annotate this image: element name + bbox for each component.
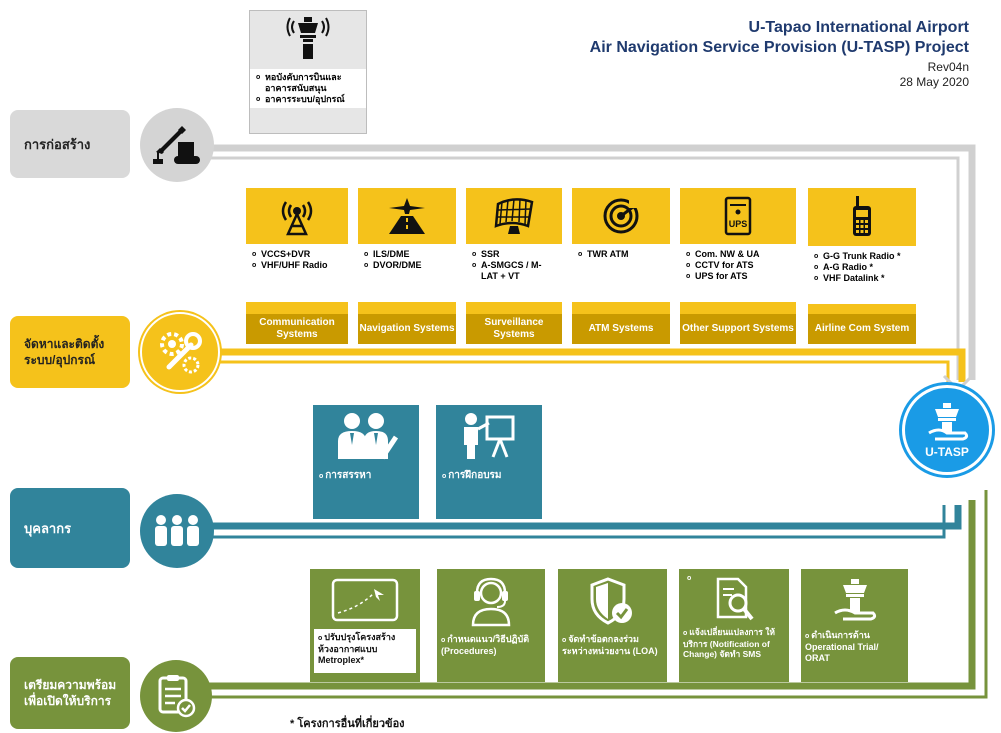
control-tower-icon [250, 11, 366, 61]
handheld-radio-icon [808, 188, 916, 238]
readiness-line-outer [190, 500, 976, 690]
readiness-card: o จัดทำข้อตกลงร่วม ระหว่างหน่วยงาน (LOA) [558, 569, 667, 682]
category-readiness-label: เตรียมความพร้อม เพื่อเปิดให้บริการ [24, 678, 117, 708]
readiness-text: แจ้งเปลี่ยนแปลงการ ให้บริการ (Notificati… [683, 627, 775, 659]
svg-text:UPS: UPS [729, 219, 748, 229]
readiness-text: กำหนดแนว/วิธีปฏิบัติ (Procedures) [441, 634, 530, 656]
system-footer: Other Support Systems [680, 314, 796, 344]
readiness-card: o ปรับปรุงโครงสร้าง ห้วงอากาศแบบ Metropl… [310, 569, 420, 682]
readiness-item: o แจ้งเปลี่ยนแปลงการ ให้บริการ (Notifica… [683, 627, 775, 659]
system-item: CCTV for ATS [686, 260, 792, 271]
system-card: VCCS+DVR VHF/UHF Radio Communication Sys… [246, 188, 348, 344]
shield-check-icon [558, 569, 667, 627]
personnel-item: o การสรรหา [313, 467, 419, 485]
system-footer: Surveillance Systems [466, 314, 562, 344]
category-personnel-label: บุคลากร [24, 520, 72, 536]
radar-scope-icon [572, 188, 670, 236]
system-footer: ATM Systems [572, 314, 670, 344]
system-footer: Communication Systems [246, 314, 348, 344]
category-construction: การก่อสร้าง [10, 110, 130, 178]
system-card: G-G Trunk Radio * A-G Radio * VHF Datali… [808, 188, 916, 344]
tower-item: อาคารระบบ/อุปกรณ์ [256, 94, 362, 105]
header-meta: Rev04n 28 May 2020 [900, 60, 969, 90]
utasp-hub-inner: U-TASP [905, 388, 989, 472]
utasp-hub: U-TASP [899, 382, 995, 478]
radar-dish-icon [466, 188, 562, 236]
training-label: การฝึกอบรม [448, 470, 502, 481]
system-item: SSR [472, 249, 558, 260]
category-procurement: จัดหาและติดตั้ง ระบบ/อุปกรณ์ [10, 316, 130, 388]
tower-item: หอบังคับการบินและ อาคารสนับสนุน [256, 72, 362, 94]
readiness-card: o กำหนดแนว/วิธีปฏิบัติ (Procedures) [437, 569, 545, 682]
construction-line-outer [190, 144, 976, 380]
headset-operator-icon [437, 569, 545, 627]
procurement-line-inner [190, 360, 950, 382]
title-line-2: Air Navigation Service Provision (U-TASP… [589, 39, 969, 56]
tower-hand-icon [928, 403, 969, 441]
system-item: UPS for ATS [686, 271, 792, 282]
personnel-line-outer [190, 505, 962, 530]
utasp-label: U-TASP [925, 445, 969, 459]
tower-card: หอบังคับการบินและ อาคารสนับสนุน อาคารระบ… [249, 10, 367, 134]
readiness-item: o ปรับปรุงโครงสร้าง ห้วงอากาศแบบ Metropl… [314, 629, 416, 673]
date-label: 28 May 2020 [899, 75, 969, 89]
personnel-item: o การฝึกอบรม [436, 467, 542, 485]
tower-hand-icon [801, 569, 908, 623]
document-search-icon [679, 569, 789, 623]
system-footer: Airline Com System [808, 314, 916, 344]
clipboard-check-icon [140, 660, 212, 732]
recruitment-label: การสรรหา [325, 470, 372, 481]
revision-label: Rev04n [927, 60, 969, 74]
system-item: ILS/DME [364, 249, 452, 260]
readiness-card: o ดำเนินการด้าน Operational Trial/ ORAT [801, 569, 908, 682]
readiness-item: o จัดทำข้อตกลงร่วม ระหว่างหน่วยงาน (LOA) [562, 634, 658, 656]
system-card: TWR ATM ATM Systems [572, 188, 670, 344]
crane-icon [140, 108, 214, 182]
personnel-card: o การสรรหา [313, 405, 419, 519]
antenna-icon [246, 188, 348, 236]
readiness-item: o กำหนดแนว/วิธีปฏิบัติ (Procedures) [441, 634, 530, 656]
category-procurement-label: จัดหาและติดตั้ง ระบบ/อุปกรณ์ [24, 337, 105, 367]
system-item: A-G Radio * [814, 262, 912, 273]
system-card: UPS Com. NW & UA CCTV for ATS UPS for AT… [680, 188, 796, 344]
system-card: SSR A-SMGCS / M-LAT + VT Surveillance Sy… [466, 188, 562, 344]
system-item: DVOR/DME [364, 260, 452, 271]
system-card: ILS/DME DVOR/DME Navigation Systems [358, 188, 456, 344]
system-item: TWR ATM [578, 249, 666, 260]
personnel-line-inner [190, 505, 946, 539]
readiness-line-inner [190, 490, 988, 699]
system-item: Com. NW & UA [686, 249, 792, 260]
ups-icon: UPS [680, 188, 796, 236]
readiness-text: จัดทำข้อตกลงร่วม ระหว่างหน่วยงาน (LOA) [562, 634, 658, 656]
header-title: U-Tapao International Airport Air Naviga… [590, 18, 969, 58]
procurement-line-outer [190, 348, 966, 382]
personnel-card: o การฝึกอบรม [436, 405, 542, 519]
category-personnel: บุคลากร [10, 488, 130, 568]
readiness-card: o o แจ้งเปลี่ยนแปลงการ ให้บริการ (Notifi… [679, 569, 789, 682]
construction-line-inner [190, 156, 960, 380]
system-item: A-SMGCS / M-LAT + VT [472, 260, 558, 282]
training-icon [436, 405, 542, 461]
people-icon [140, 494, 214, 568]
airspace-map-icon [310, 569, 420, 623]
gears-wrench-icon [140, 312, 220, 392]
title-line-1: U-Tapao International Airport [748, 19, 969, 36]
footnote: * โครงการอื่นที่เกี่ยวข้อง [290, 718, 405, 730]
readiness-item: o ดำเนินการด้าน Operational Trial/ ORAT [805, 630, 879, 663]
runway-icon [358, 188, 456, 236]
readiness-text: ดำเนินการด้าน Operational Trial/ ORAT [805, 630, 879, 663]
readiness-text: ปรับปรุงโครงสร้าง ห้วงอากาศแบบ Metroplex… [318, 632, 396, 665]
bullet-marker: o [687, 575, 692, 582]
system-item: VHF/UHF Radio [252, 260, 344, 271]
system-item: VHF Datalink * [814, 273, 912, 284]
system-item: G-G Trunk Radio * [814, 251, 912, 262]
recruitment-icon [313, 405, 419, 461]
category-readiness: เตรียมความพร้อม เพื่อเปิดให้บริการ [10, 657, 130, 729]
system-item: VCCS+DVR [252, 249, 344, 260]
category-construction-label: การก่อสร้าง [24, 136, 91, 152]
system-footer: Navigation Systems [358, 314, 456, 344]
